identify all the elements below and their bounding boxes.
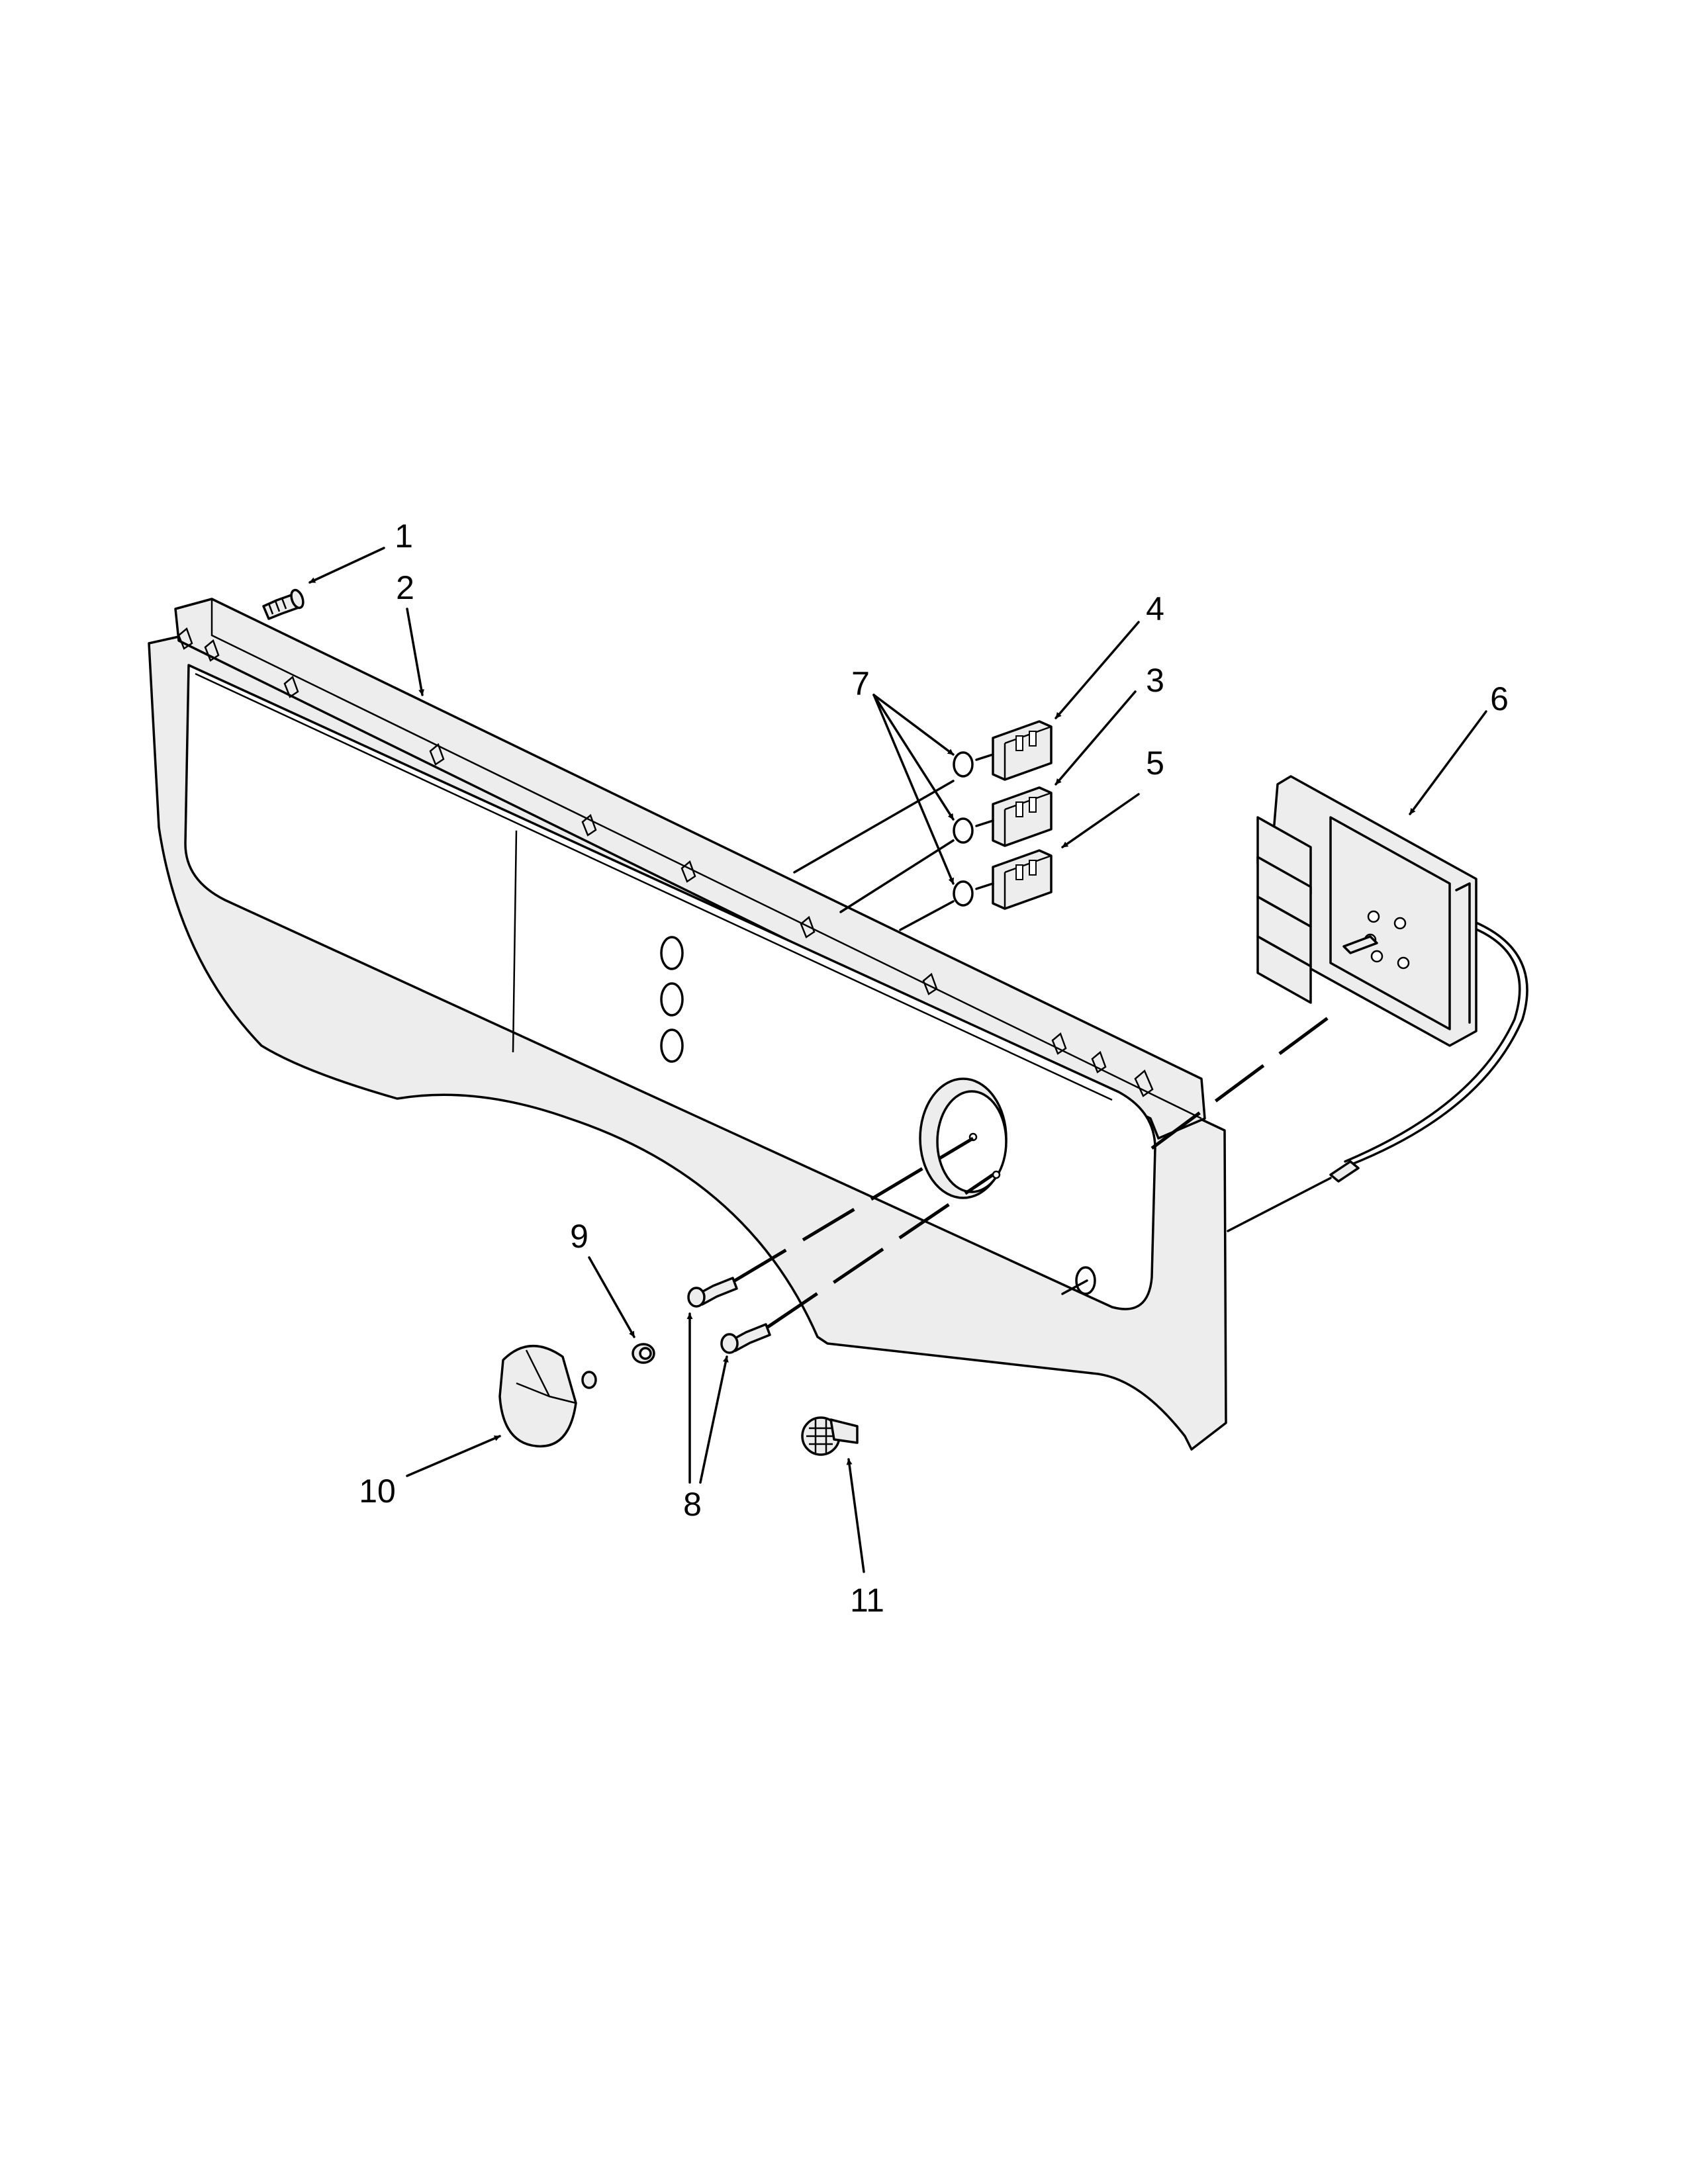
callout-arrows: [308, 547, 1487, 1573]
screw-part-1: [262, 588, 305, 620]
switch-part-4: [953, 720, 1053, 781]
button-hole-3: [660, 1028, 684, 1063]
lens-clips: [177, 627, 1154, 1097]
callout-2: 2: [396, 569, 414, 606]
callout-10: 10: [359, 1473, 396, 1510]
callout-4: 4: [1146, 590, 1164, 627]
knob-part-10: [498, 1344, 597, 1448]
washer-part-7a: [953, 751, 974, 778]
control-board-part-6: [1227, 775, 1528, 1232]
switch-part-5: [953, 849, 1053, 910]
screws-part-8: [687, 1136, 994, 1354]
washer-part-7c: [953, 880, 974, 907]
callout-11: 11: [850, 1582, 884, 1619]
callout-9: 9: [570, 1218, 588, 1255]
switches: [793, 720, 1053, 931]
button-hole-2: [660, 982, 684, 1017]
callout-1: 1: [395, 518, 413, 555]
washer-part-7b: [953, 817, 974, 844]
callout-5: 5: [1146, 745, 1164, 782]
button-hole-1: [660, 936, 684, 970]
callout-3: 3: [1146, 662, 1164, 699]
switch-part-3: [953, 786, 1053, 847]
control-panel: [148, 598, 1227, 1451]
callout-8: 8: [683, 1486, 702, 1523]
callout-7: 7: [851, 665, 870, 702]
callout-6: 6: [1490, 680, 1509, 717]
cap-part-11: [801, 1416, 859, 1456]
clip-part-9: [632, 1343, 655, 1364]
